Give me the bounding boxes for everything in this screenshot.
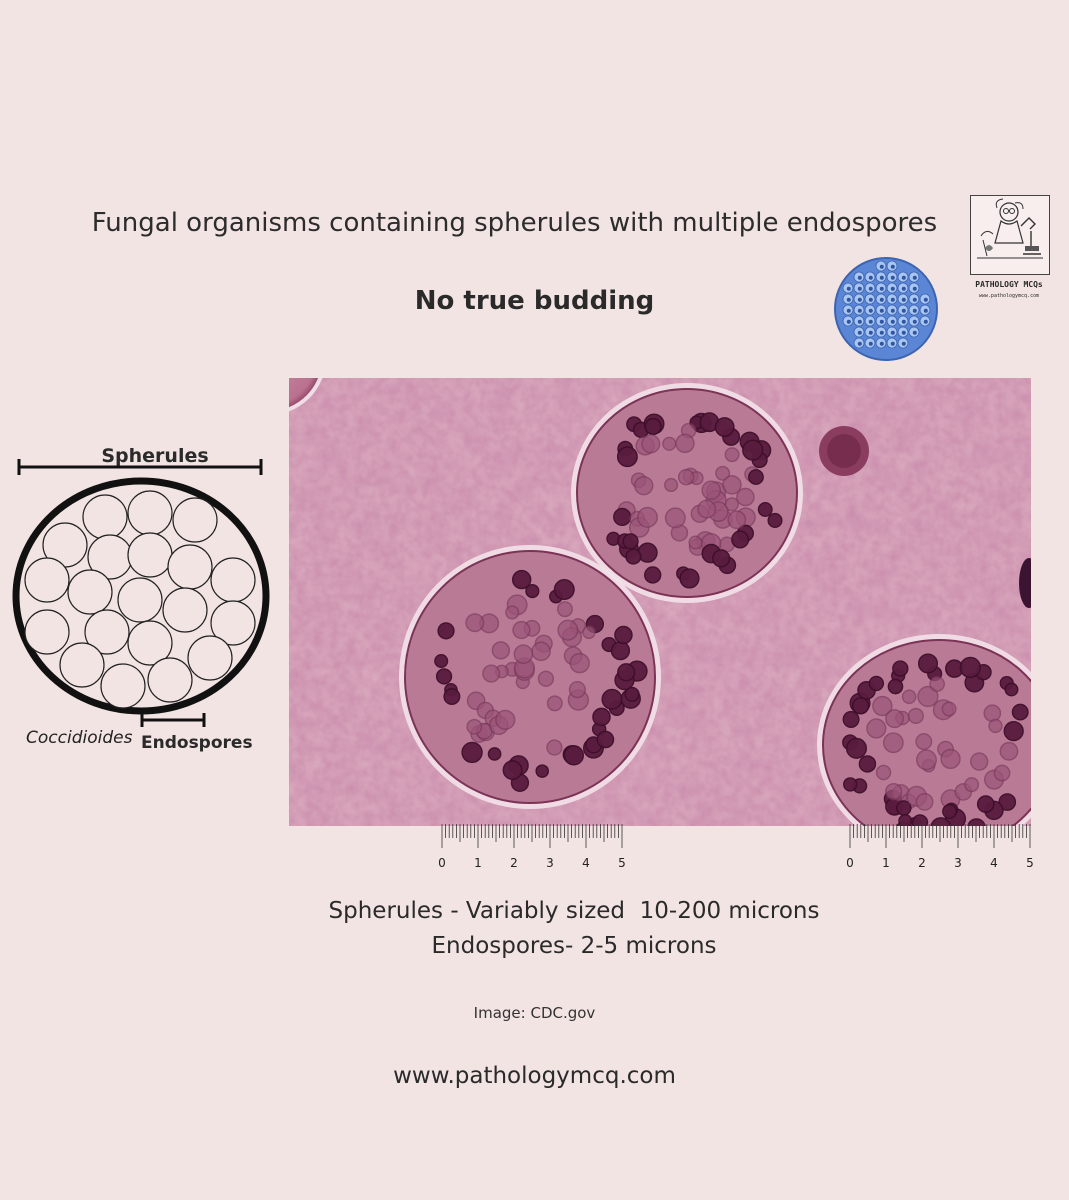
endospore-size-text: Endospores- 2-5 microns	[431, 933, 717, 959]
endospore-circle	[67, 569, 113, 615]
ruler-tick-label: 1	[474, 856, 482, 870]
scale-ruler-left	[440, 824, 630, 858]
endospores-label: Endospores	[141, 733, 253, 753]
ruler-tick-label: 1	[882, 856, 890, 870]
logo-text: PATHOLOGY MCQs	[975, 280, 1043, 289]
endospore-circle	[172, 497, 218, 543]
page-title: Fungal organisms containing spherules wi…	[91, 208, 938, 238]
endospore-circle	[127, 620, 173, 666]
endospore-circle	[167, 544, 213, 590]
spherule-size-text: Spherules - Variably sized 10-200 micron…	[328, 898, 820, 924]
ruler-tick-label: 2	[918, 856, 926, 870]
logo-url: www.pathologymcq.com	[978, 293, 1040, 299]
spherule-endospores-icon	[833, 256, 939, 366]
ruler-tick-label: 3	[954, 856, 962, 870]
endospore-circle	[210, 557, 256, 603]
endospore-circle	[84, 609, 130, 655]
endospore-circle	[59, 642, 105, 688]
ruler-tick-label: 0	[438, 856, 446, 870]
coccidioides-histology-image	[289, 378, 1031, 826]
ruler-tick-label: 4	[990, 856, 998, 870]
website-url[interactable]: www.pathologymcq.com	[393, 1063, 676, 1089]
endospore-circle	[82, 494, 128, 540]
endospore-circle	[127, 490, 173, 536]
coccidioides-label: Coccidioides	[26, 728, 133, 748]
scale-ruler-right	[848, 824, 1038, 858]
ruler-tick-label: 0	[846, 856, 854, 870]
spherules-label: Spherules	[101, 445, 209, 467]
endospore-circle	[24, 609, 70, 655]
scientist-microscope-icon	[970, 195, 1050, 275]
endospore-circle	[100, 663, 146, 709]
endospore-circle	[24, 557, 70, 603]
endospore-circle	[117, 577, 163, 623]
page-subtitle: No true budding	[414, 286, 655, 316]
ruler-tick-label: 5	[1026, 856, 1034, 870]
ruler-tick-label: 5	[618, 856, 626, 870]
ruler-tick-label: 3	[546, 856, 554, 870]
image-credit: Image: CDC.gov	[473, 1004, 596, 1022]
endospore-circle	[127, 532, 173, 578]
endospore-circle	[162, 587, 208, 633]
endospore-circle	[210, 600, 256, 646]
endospore-circle	[187, 635, 233, 681]
ruler-tick-label: 4	[582, 856, 590, 870]
spherule-diagram	[0, 440, 290, 744]
endospore-circle	[147, 657, 193, 703]
ruler-tick-label: 2	[510, 856, 518, 870]
